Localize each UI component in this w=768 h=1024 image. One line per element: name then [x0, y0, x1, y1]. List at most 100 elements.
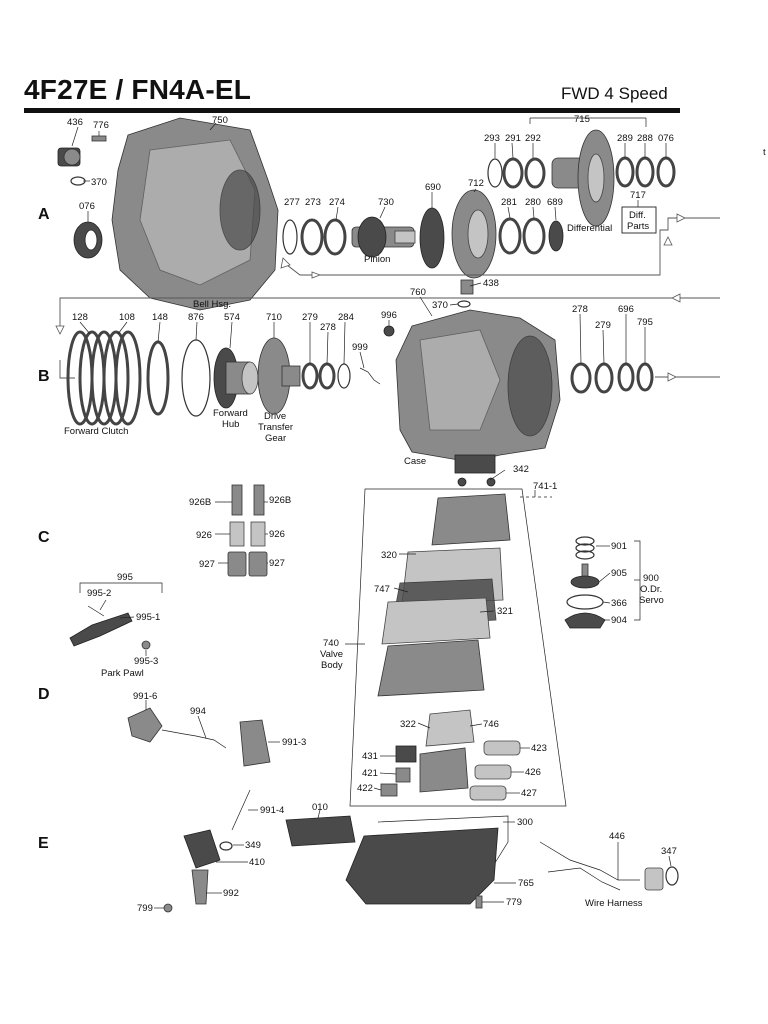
label-750: 750	[212, 115, 228, 126]
label-valve-body-1: Valve	[320, 649, 343, 660]
label-760: 760	[410, 287, 426, 298]
label-427: 427	[521, 788, 537, 799]
label-drive-transfer-3: Gear	[265, 433, 286, 444]
label-779: 779	[506, 897, 522, 908]
label-926b-left: 926B	[189, 497, 211, 508]
solenoid-423-part	[483, 740, 521, 756]
bearing-281-part	[498, 217, 522, 255]
label-wire-harness: Wire Harness	[585, 898, 643, 909]
label-410: 410	[249, 857, 265, 868]
label-277: 277	[284, 197, 300, 208]
label-995-3: 995-3	[134, 656, 158, 667]
label-795: 795	[637, 317, 653, 328]
label-servo-odr: O.Dr.	[640, 584, 662, 595]
seal-795-part	[636, 362, 654, 392]
label-273: 273	[305, 197, 321, 208]
bearing-278-right-part	[570, 362, 592, 394]
nut-799-part	[163, 903, 173, 913]
label-741-1: 741-1	[533, 481, 557, 492]
snap-ring-277-part	[282, 219, 298, 255]
label-423: 423	[531, 743, 547, 754]
forward-hub-part	[213, 347, 259, 409]
label-927-right: 927	[269, 558, 285, 569]
label-281: 281	[501, 197, 517, 208]
label-992: 992	[223, 888, 239, 899]
label-710: 710	[266, 312, 282, 323]
label-421: 421	[362, 768, 378, 779]
snap-ring-293-part	[487, 158, 503, 188]
solenoid-426-part	[474, 764, 512, 780]
label-valve-body-2: Body	[321, 660, 343, 671]
edge-mark: t	[763, 147, 766, 158]
label-148: 148	[152, 312, 168, 323]
ring-696-part	[617, 362, 635, 392]
label-280: 280	[525, 197, 541, 208]
label-278-left: 278	[320, 322, 336, 333]
bearing-274-part	[323, 218, 347, 256]
label-996: 996	[381, 310, 397, 321]
label-pinion: Pinion	[364, 254, 390, 265]
label-128: 128	[72, 312, 88, 323]
bearing-289-part	[615, 156, 635, 188]
page-title: 4F27E / FN4A-EL	[24, 74, 252, 105]
cable-991-4-part	[231, 789, 251, 831]
label-574: 574	[224, 312, 240, 323]
label-forward-hub-1: Forward	[213, 408, 248, 419]
section-label-a: A	[38, 206, 50, 223]
label-426: 426	[525, 767, 541, 778]
solenoid-422-part	[380, 783, 398, 797]
manual-lever-part	[183, 829, 221, 905]
pressure-plate-148-part	[146, 340, 170, 416]
label-278-right: 278	[572, 304, 588, 315]
valve-body-frame	[349, 488, 567, 807]
plate-322-part	[425, 709, 475, 747]
label-991-3: 991-3	[282, 737, 306, 748]
label-715: 715	[574, 114, 590, 125]
solenoid-421-part	[395, 767, 411, 783]
label-293: 293	[484, 133, 500, 144]
label-799: 799	[137, 903, 153, 914]
label-991-4: 991-4	[260, 805, 284, 816]
filter-010-part	[285, 815, 356, 847]
title-rule	[24, 108, 680, 113]
shift-linkage-part	[127, 707, 271, 767]
gear-690-part	[419, 207, 445, 269]
label-bell-housing: Bell Hsg.	[193, 299, 231, 310]
plug-996-part	[383, 325, 395, 337]
ring-284-part	[337, 363, 351, 389]
label-446: 446	[609, 831, 625, 842]
label-995: 995	[117, 572, 133, 583]
label-342: 342	[513, 464, 529, 475]
page-subtitle: FWD 4 Speed	[561, 84, 668, 103]
label-926-right: 926	[269, 529, 285, 540]
section-label-e: E	[38, 835, 49, 852]
bearing-279-right-part	[594, 362, 614, 394]
bearing-279-part	[301, 362, 319, 390]
overdrive-servo-part	[564, 536, 606, 629]
label-370-case: 370	[432, 300, 448, 311]
label-765: 765	[518, 878, 534, 889]
label-438: 438	[483, 278, 499, 289]
solenoid-431-part	[395, 745, 417, 763]
bearing-292-part	[524, 157, 546, 189]
label-366: 366	[611, 598, 627, 609]
snap-ring-876-part	[181, 339, 211, 417]
label-994: 994	[190, 706, 206, 717]
bearing-race-288-part	[635, 156, 655, 188]
label-901: 901	[611, 541, 627, 552]
label-347: 347	[661, 846, 677, 857]
section-label-c: C	[38, 529, 50, 546]
label-288: 288	[637, 133, 653, 144]
oring-370-part	[70, 176, 86, 186]
leader-lines	[71, 117, 672, 909]
solenoid-body-part	[419, 747, 469, 793]
label-995-1: 995-1	[136, 612, 160, 623]
label-876: 876	[188, 312, 204, 323]
gear-712-part	[451, 189, 497, 279]
fitting-438-part	[460, 279, 474, 295]
label-321: 321	[497, 606, 513, 617]
park-pawl-part	[69, 605, 151, 650]
label-436: 436	[67, 117, 83, 128]
label-servo-900: 900	[643, 573, 659, 584]
